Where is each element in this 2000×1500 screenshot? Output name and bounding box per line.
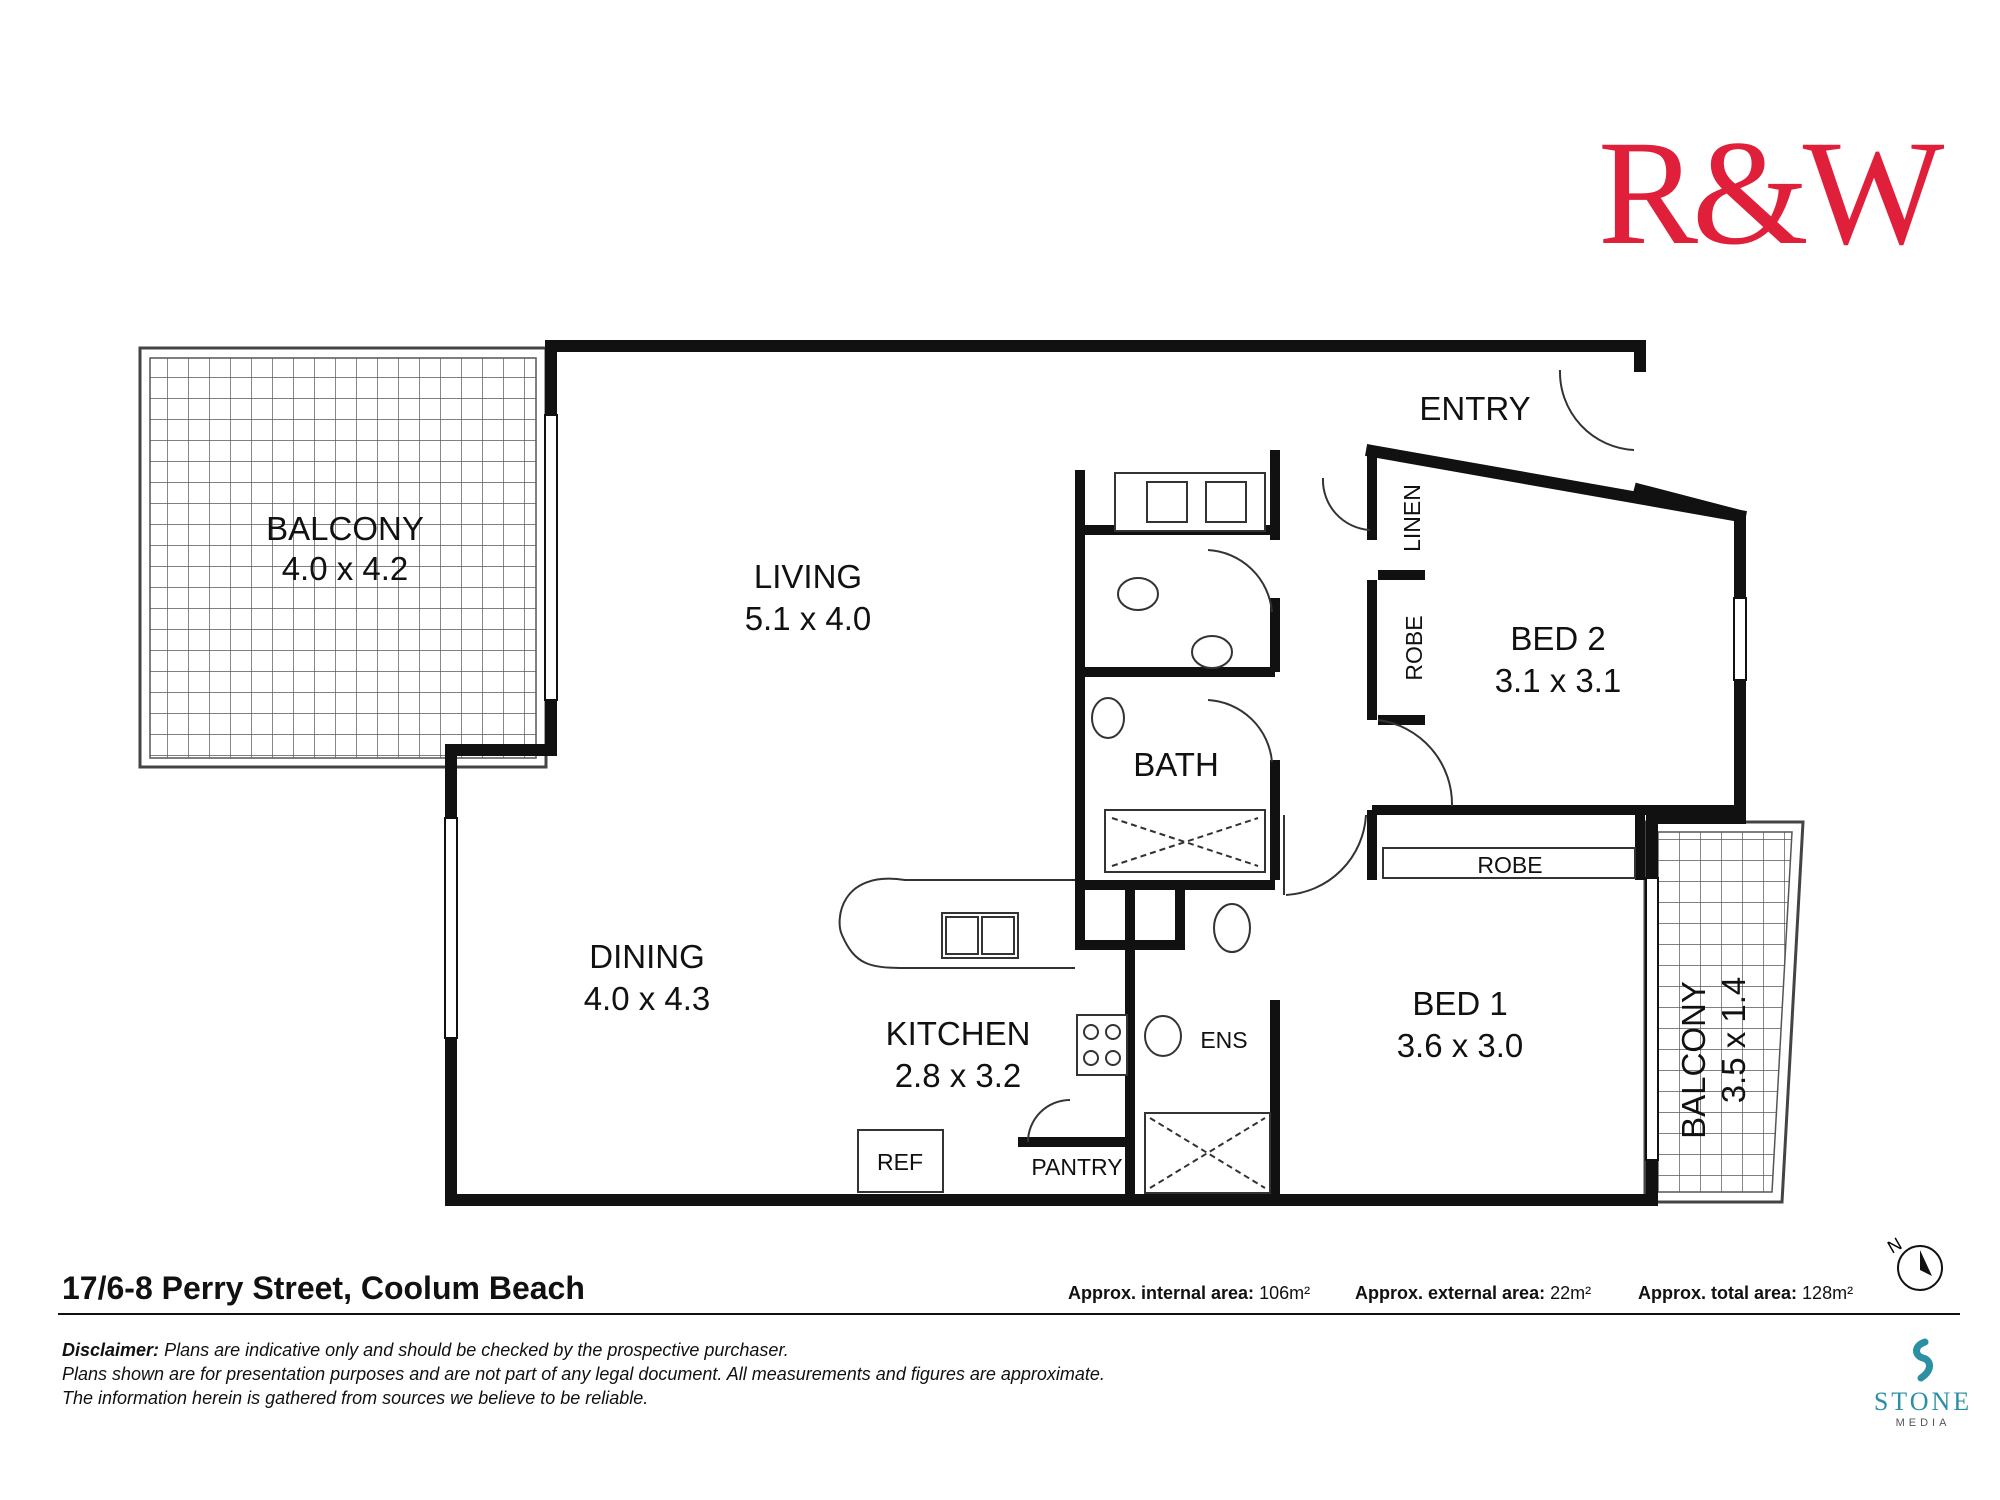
door-swings (1027, 369, 1635, 1143)
interior-walls (1018, 450, 1740, 1200)
robe-bed1-label: ROBE (1477, 852, 1542, 878)
balcony-2-area (1643, 820, 1805, 1204)
balcony-1-area (138, 346, 548, 769)
internal-area-value: 106m² (1259, 1283, 1311, 1303)
robe-bed2-label: ROBE (1401, 615, 1427, 680)
living-size: 5.1 x 4.0 (745, 600, 872, 637)
bed-2-label: BED 2 (1510, 620, 1605, 657)
external-area-label: Approx. external area: (1355, 1283, 1546, 1303)
credit-name: STONE (1873, 1387, 1973, 1416)
disclaimer-line-1: Plans are indicative only and should be … (159, 1340, 789, 1360)
disclaimer-line-2: Plans shown are for presentation purpose… (62, 1364, 1105, 1384)
kitchen-size: 2.8 x 3.2 (895, 1057, 1022, 1094)
logo-text: R&W (1598, 110, 1944, 276)
compass-icon: N (1884, 1234, 1943, 1291)
brand-logo: R&W (1598, 118, 1944, 268)
external-area-value: 22m² (1550, 1283, 1592, 1303)
dining-label: DINING (589, 938, 705, 975)
stone-media-logo: STONE MEDIA (1868, 1338, 1978, 1429)
credit-sub: MEDIA (1895, 1417, 1951, 1429)
total-area: Approx. total area: 128m² (1638, 1283, 1853, 1304)
bathroom-fittings (1091, 472, 1636, 1194)
bath-label: BATH (1133, 746, 1219, 783)
property-address: 17/6-8 Perry Street, Coolum Beach (62, 1270, 585, 1306)
entry-label: ENTRY (1419, 390, 1530, 427)
disclaimer-label: Disclaimer: (62, 1340, 160, 1360)
footer-divider (58, 1313, 1960, 1315)
total-area-label: Approx. total area: (1638, 1283, 1798, 1303)
dining-size: 4.0 x 4.3 (584, 980, 711, 1017)
external-area: Approx. external area: 22m² (1355, 1283, 1591, 1304)
kitchen-label: KITCHEN (886, 1015, 1031, 1052)
internal-area-label: Approx. internal area: (1068, 1283, 1255, 1303)
bed-1-label: BED 1 (1412, 985, 1507, 1022)
balcony-2-label: BALCONY (1675, 981, 1712, 1139)
disclaimer-line-3: The information herein is gathered from … (62, 1388, 649, 1408)
floor-plan: BALCONY 4.0 x 4.2 LIVING 5.1 x 4.0 ENTRY… (138, 340, 1805, 1206)
exterior-walls (445, 340, 1747, 1206)
total-area-value: 128m² (1802, 1283, 1854, 1303)
ref-label: REF (877, 1149, 923, 1175)
pantry-label: PANTRY (1031, 1154, 1122, 1180)
linen-label: LINEN (1399, 484, 1425, 552)
disclaimer: Disclaimer: Plans are indicative only an… (62, 1338, 1462, 1410)
balcony-1-label: BALCONY (266, 510, 424, 547)
ens-label: ENS (1200, 1027, 1247, 1053)
balcony-1-size: 4.0 x 4.2 (282, 550, 409, 587)
bed-1-size: 3.6 x 3.0 (1397, 1027, 1524, 1064)
kitchen-island (838, 877, 1128, 1193)
stone-media-icon (1913, 1338, 1933, 1382)
living-label: LIVING (754, 558, 862, 595)
balcony-2-size: 3.5 x 1.4 (1715, 977, 1752, 1104)
bed-2-size: 3.1 x 3.1 (1495, 662, 1622, 699)
internal-area: Approx. internal area: 106m² (1068, 1283, 1310, 1304)
windows (444, 414, 1747, 1161)
